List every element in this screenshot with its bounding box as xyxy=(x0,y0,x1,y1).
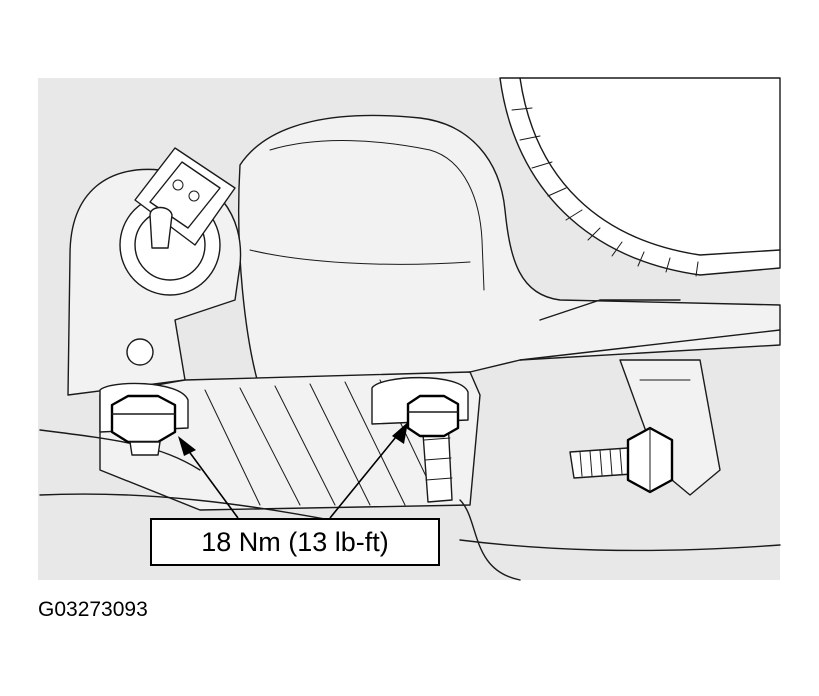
left-nut xyxy=(110,394,177,456)
right-nut xyxy=(406,394,460,438)
bracket-hole xyxy=(126,338,154,366)
leader-lines xyxy=(178,422,408,519)
sensor-connector xyxy=(134,147,236,249)
hub-ring xyxy=(499,77,781,277)
bolt xyxy=(569,426,674,494)
steering-knuckle xyxy=(238,114,781,391)
figure-id-label: G03273093 xyxy=(38,598,148,621)
torque-callout: 18 Nm (13 lb-ft) xyxy=(150,518,440,566)
